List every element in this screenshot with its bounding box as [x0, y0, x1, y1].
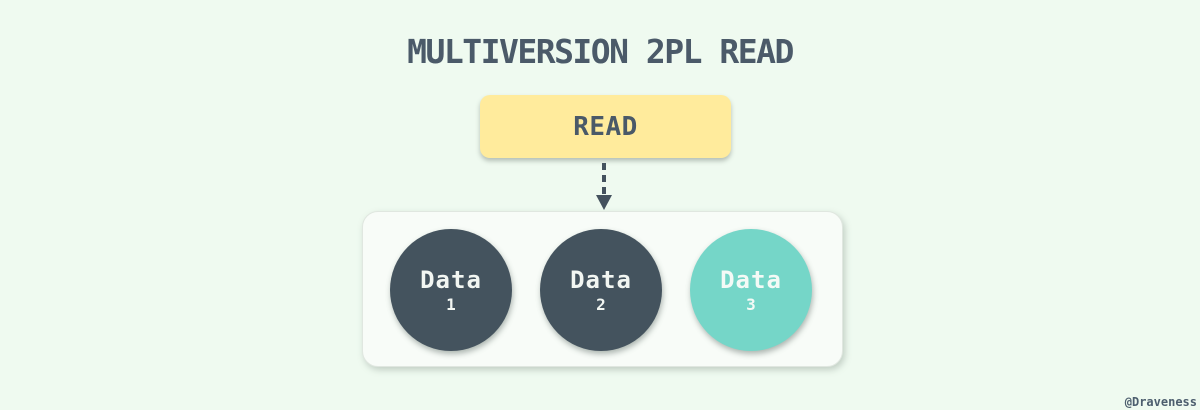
data-node-3-version: 3: [746, 295, 756, 315]
data-node-2: Data 2: [540, 229, 662, 351]
read-node: READ: [480, 95, 731, 158]
data-node-1-label: Data: [420, 265, 482, 294]
data-node-3: Data 3: [690, 229, 812, 351]
page-title: MULTIVERSION 2PL READ: [407, 32, 794, 71]
data-node-2-version: 2: [596, 295, 606, 315]
data-store-container: Data 1 Data 2 Data 3: [362, 211, 843, 367]
data-node-2-label: Data: [570, 265, 632, 294]
data-node-1: Data 1: [390, 229, 512, 351]
dashed-arrow-down-icon: [594, 161, 614, 211]
data-node-3-label: Data: [720, 265, 782, 294]
data-node-1-version: 1: [446, 295, 456, 315]
watermark: @Draveness: [1124, 395, 1197, 409]
